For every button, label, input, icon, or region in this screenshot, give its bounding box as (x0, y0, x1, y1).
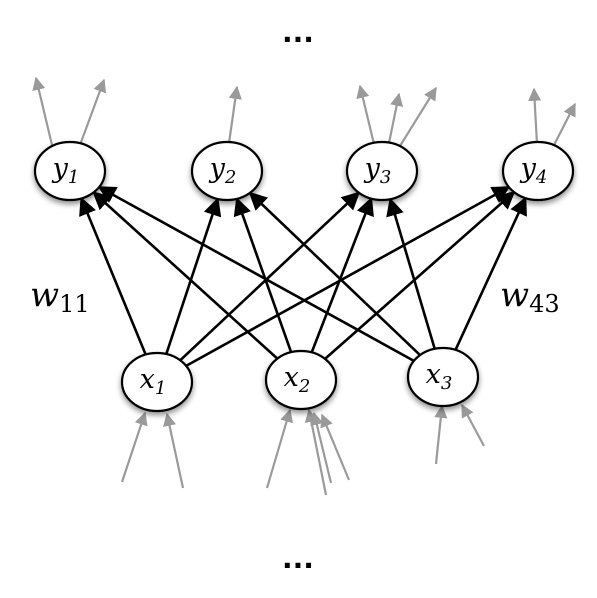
outgoing-arrow (227, 85, 242, 144)
outgoing-arrow (552, 102, 576, 148)
node-circle (33, 140, 107, 202)
connection-x1-to-y4 (185, 185, 511, 368)
nodes: y1 y2 y3 y4 x1 x2 x3 (33, 140, 575, 413)
output-node-y2: y2 (190, 140, 264, 202)
node-circle (406, 346, 480, 408)
incoming-arrow (310, 411, 333, 484)
incoming-arrow (461, 403, 485, 447)
input-node-x1: x1 (120, 351, 194, 413)
node-circle (501, 140, 575, 202)
connection-x1-to-y3 (179, 191, 361, 362)
weight-connections (79, 185, 527, 368)
weight-label-w11: w11 (30, 275, 90, 318)
connection-x3-to-y3 (386, 197, 436, 350)
outgoing-arrow (528, 87, 542, 145)
outgoing-arrow (32, 76, 54, 146)
connection-x3-to-y1 (97, 185, 415, 363)
node-circle (120, 351, 194, 413)
external-connections (32, 76, 576, 496)
connection-x3-to-y2 (248, 191, 421, 357)
node-label: y1 (52, 153, 80, 188)
output-node-y1: y1 (33, 140, 107, 202)
node-circle (345, 140, 419, 202)
outgoing-arrow (356, 84, 376, 145)
node-label: x1 (140, 364, 167, 399)
connection-x3-to-y4 (454, 196, 527, 351)
incoming-arrow (320, 413, 351, 481)
outgoing-arrow (387, 92, 404, 144)
node-label: y4 (520, 153, 548, 188)
incoming-arrow (163, 412, 185, 489)
outgoing-arrow (78, 78, 107, 146)
connection-x2-to-y2 (233, 197, 293, 353)
top-ellipsis: ... (282, 16, 314, 49)
connection-x1-to-y1 (79, 196, 147, 356)
incoming-arrow (120, 411, 148, 483)
input-node-x2: x2 (264, 349, 338, 411)
connection-x2-to-y4 (324, 190, 516, 360)
node-circle (190, 140, 264, 202)
bottom-ellipsis: ... (282, 542, 314, 575)
outgoing-arrow (399, 86, 437, 147)
node-label: y2 (209, 153, 237, 188)
input-node-x3: x3 (406, 346, 480, 408)
incoming-arrow (265, 408, 293, 489)
node-circle (264, 349, 338, 411)
weight-label-w43: w43 (500, 275, 560, 318)
output-node-y4: y4 (501, 140, 575, 202)
node-label: x2 (284, 362, 311, 397)
node-label: x3 (426, 359, 453, 394)
incoming-arrow (434, 404, 448, 465)
node-label: y3 (364, 153, 392, 188)
output-node-y3: y3 (345, 140, 419, 202)
connection-x2-to-y3 (310, 196, 374, 353)
connection-x2-to-y1 (92, 191, 279, 360)
connection-x1-to-y2 (165, 197, 222, 355)
